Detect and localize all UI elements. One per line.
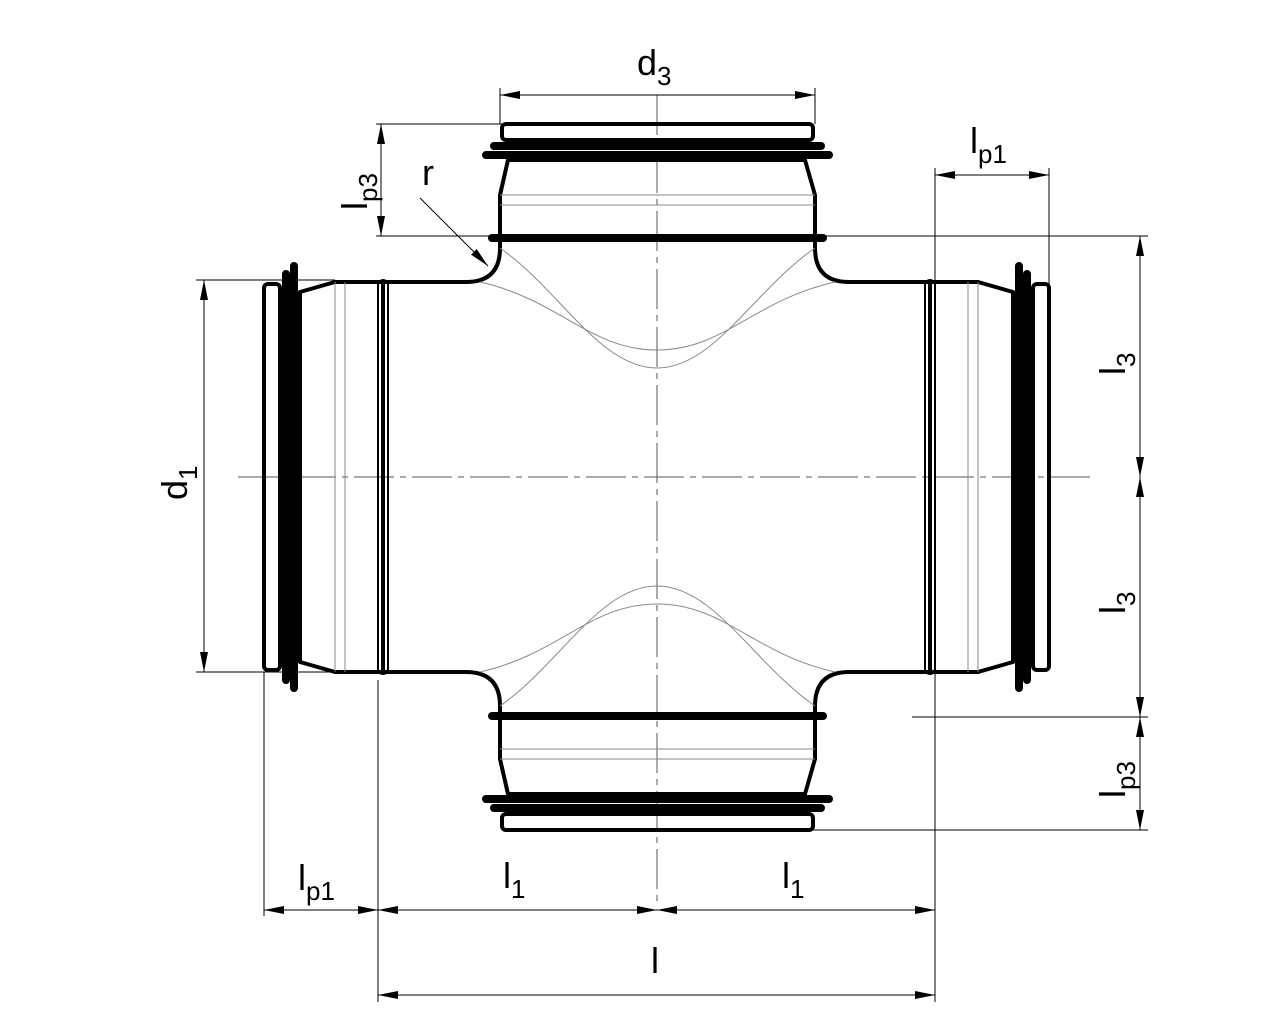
left-socket [262, 262, 389, 692]
label-lp3-bottom: lp3 [1092, 761, 1141, 798]
centerlines [238, 95, 1090, 905]
label-lp3-top: lp3 [334, 173, 383, 210]
label-lp1-bottom: lp1 [298, 857, 335, 906]
dimension-lines [200, 91, 1144, 999]
label-l3-upper: l3 [1092, 353, 1141, 375]
dimension-labels: d3 lp3 r lp1 d1 l3 l3 lp3 lp1 l1 l1 l [154, 42, 1141, 981]
label-d1: d1 [154, 466, 203, 501]
label-r: r [422, 152, 434, 193]
label-d3: d3 [637, 42, 672, 91]
top-socket [482, 122, 833, 242]
right-socket [924, 262, 1051, 692]
dim-r-leader [419, 197, 489, 267]
body-outline [333, 236, 980, 718]
label-l3-lower: l3 [1092, 592, 1141, 614]
label-l1-left: l1 [503, 855, 525, 904]
extension-lines [196, 88, 1148, 1002]
intersection-curves [479, 247, 836, 707]
label-lp1-top: lp1 [970, 120, 1007, 169]
label-l1-right: l1 [782, 855, 804, 904]
bottom-socket [482, 712, 833, 832]
label-l-total: l [651, 940, 659, 981]
